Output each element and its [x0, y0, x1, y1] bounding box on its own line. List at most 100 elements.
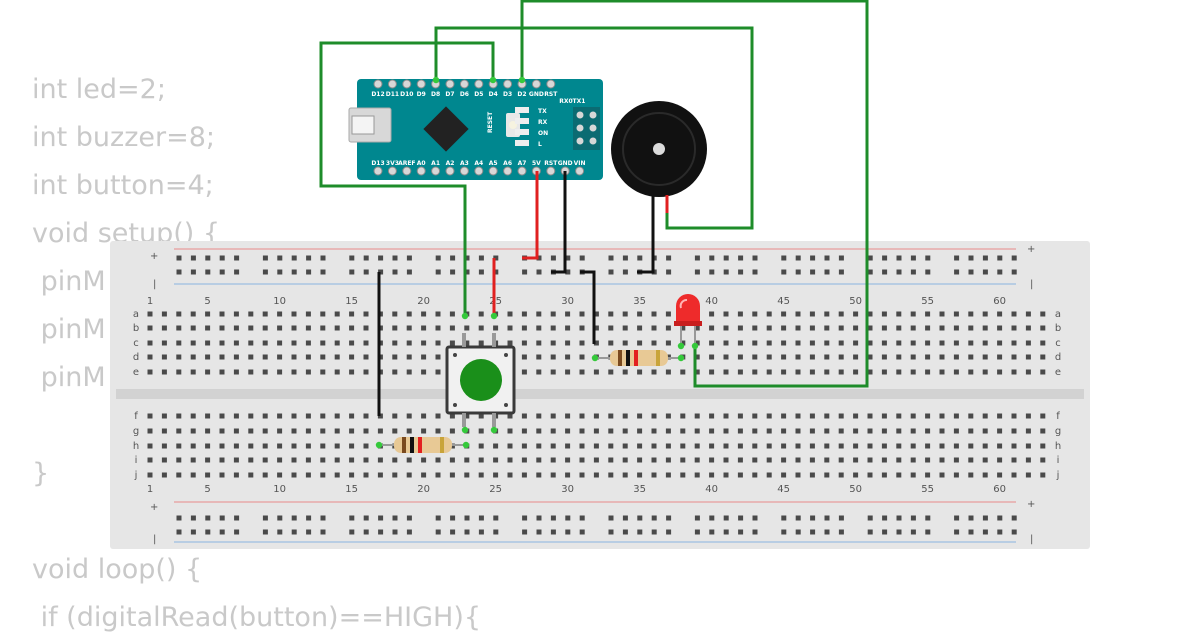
- breadboard-hole[interactable]: [809, 443, 815, 449]
- breadboard-hole[interactable]: [579, 311, 585, 317]
- breadboard-hole[interactable]: [809, 428, 815, 434]
- breadboard-hole[interactable]: [737, 354, 743, 360]
- breadboard-hole[interactable]: [737, 443, 743, 449]
- breadboard-hole[interactable]: [982, 369, 988, 375]
- rail-hole[interactable]: [190, 529, 196, 535]
- rail-hole[interactable]: [651, 515, 657, 521]
- nano-pin-bottom[interactable]: [488, 166, 498, 176]
- breadboard-hole[interactable]: [435, 369, 441, 375]
- breadboard-hole[interactable]: [507, 413, 513, 419]
- breadboard-hole[interactable]: [608, 413, 614, 419]
- nano-pin-bottom[interactable]: [546, 166, 556, 176]
- rail-hole[interactable]: [464, 269, 470, 275]
- breadboard-hole[interactable]: [910, 354, 916, 360]
- breadboard-hole[interactable]: [1040, 428, 1046, 434]
- breadboard-hole[interactable]: [406, 340, 412, 346]
- breadboard-hole[interactable]: [579, 472, 585, 478]
- breadboard-hole[interactable]: [939, 428, 945, 434]
- rail-hole[interactable]: [190, 255, 196, 261]
- breadboard-hole[interactable]: [781, 472, 787, 478]
- breadboard-hole[interactable]: [320, 413, 326, 419]
- breadboard-hole[interactable]: [435, 354, 441, 360]
- rail-hole[interactable]: [997, 269, 1003, 275]
- nano-pin-top[interactable]: [546, 79, 556, 89]
- breadboard-hole[interactable]: [248, 472, 254, 478]
- buzzer[interactable]: [611, 101, 707, 197]
- breadboard-hole[interactable]: [953, 472, 959, 478]
- breadboard-hole[interactable]: [910, 443, 916, 449]
- breadboard-hole[interactable]: [838, 325, 844, 331]
- breadboard-hole[interactable]: [881, 325, 887, 331]
- breadboard-hole[interactable]: [176, 369, 182, 375]
- breadboard-hole[interactable]: [968, 311, 974, 317]
- breadboard-hole[interactable]: [507, 457, 513, 463]
- rail-hole[interactable]: [478, 269, 484, 275]
- rail-hole[interactable]: [579, 255, 585, 261]
- breadboard-hole[interactable]: [334, 413, 340, 419]
- breadboard-hole[interactable]: [507, 443, 513, 449]
- breadboard-hole[interactable]: [766, 369, 772, 375]
- breadboard-hole[interactable]: [637, 340, 643, 346]
- rail-hole[interactable]: [522, 515, 528, 521]
- rail-hole[interactable]: [392, 269, 398, 275]
- breadboard-hole[interactable]: [709, 457, 715, 463]
- breadboard-hole[interactable]: [593, 340, 599, 346]
- breadboard-hole[interactable]: [349, 472, 355, 478]
- breadboard-hole[interactable]: [464, 413, 470, 419]
- breadboard-hole[interactable]: [622, 325, 628, 331]
- breadboard-hole[interactable]: [953, 340, 959, 346]
- rail-hole[interactable]: [997, 515, 1003, 521]
- rail-hole[interactable]: [234, 515, 240, 521]
- breadboard-hole[interactable]: [190, 428, 196, 434]
- breadboard-hole[interactable]: [925, 354, 931, 360]
- breadboard-hole[interactable]: [680, 428, 686, 434]
- rail-hole[interactable]: [392, 255, 398, 261]
- breadboard-hole[interactable]: [824, 369, 830, 375]
- breadboard-hole[interactable]: [896, 413, 902, 419]
- breadboard-hole[interactable]: [665, 443, 671, 449]
- rail-hole[interactable]: [867, 529, 873, 535]
- breadboard-hole[interactable]: [925, 369, 931, 375]
- breadboard-hole[interactable]: [262, 443, 268, 449]
- rail-hole[interactable]: [205, 515, 211, 521]
- rail-hole[interactable]: [925, 529, 931, 535]
- breadboard-hole[interactable]: [608, 457, 614, 463]
- breadboard-hole[interactable]: [161, 340, 167, 346]
- breadboard-hole[interactable]: [161, 413, 167, 419]
- breadboard-hole[interactable]: [809, 457, 815, 463]
- breadboard-hole[interactable]: [521, 325, 527, 331]
- breadboard-hole[interactable]: [320, 369, 326, 375]
- breadboard-hole[interactable]: [421, 340, 427, 346]
- breadboard-hole[interactable]: [507, 472, 513, 478]
- breadboard-hole[interactable]: [665, 325, 671, 331]
- breadboard-hole[interactable]: [349, 325, 355, 331]
- breadboard-hole[interactable]: [320, 311, 326, 317]
- breadboard-hole[interactable]: [205, 472, 211, 478]
- breadboard-hole[interactable]: [651, 369, 657, 375]
- rail-hole[interactable]: [781, 529, 787, 535]
- breadboard-hole[interactable]: [953, 311, 959, 317]
- breadboard-hole[interactable]: [781, 311, 787, 317]
- breadboard-hole[interactable]: [305, 457, 311, 463]
- breadboard-hole[interactable]: [248, 428, 254, 434]
- breadboard-hole[interactable]: [291, 413, 297, 419]
- nano-pin-bottom[interactable]: [402, 166, 412, 176]
- breadboard-hole[interactable]: [709, 354, 715, 360]
- breadboard-hole[interactable]: [867, 472, 873, 478]
- breadboard-hole[interactable]: [781, 413, 787, 419]
- breadboard-hole[interactable]: [320, 428, 326, 434]
- breadboard-hole[interactable]: [190, 369, 196, 375]
- breadboard-hole[interactable]: [752, 413, 758, 419]
- breadboard-hole[interactable]: [190, 443, 196, 449]
- breadboard-hole[interactable]: [651, 413, 657, 419]
- breadboard-hole[interactable]: [867, 340, 873, 346]
- breadboard-hole[interactable]: [507, 428, 513, 434]
- breadboard-hole[interactable]: [579, 340, 585, 346]
- rail-hole[interactable]: [723, 529, 729, 535]
- nano-pin-top[interactable]: [474, 79, 484, 89]
- breadboard-hole[interactable]: [968, 340, 974, 346]
- nano-pin-bottom[interactable]: [416, 166, 426, 176]
- breadboard-hole[interactable]: [968, 354, 974, 360]
- breadboard-hole[interactable]: [291, 428, 297, 434]
